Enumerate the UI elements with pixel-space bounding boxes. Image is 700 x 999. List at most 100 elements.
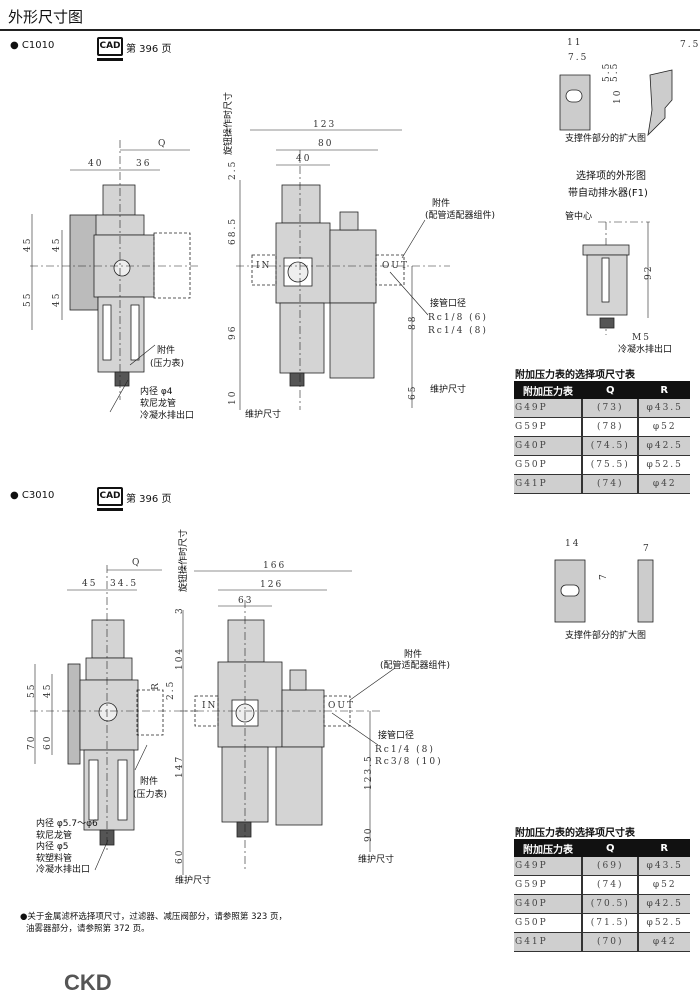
caption: 支撑件部分的扩大图 [565, 134, 647, 144]
port-out: OUT [382, 261, 409, 271]
port-in: IN [256, 261, 272, 271]
dim: Rc1/8 (6) [428, 313, 488, 323]
table-row: G41P(70)φ42 [514, 932, 690, 952]
cell: φ42 [637, 474, 690, 494]
cell: G59P [514, 875, 583, 895]
c1010-side-dimensions [30, 140, 200, 413]
cell: G50P [514, 913, 583, 933]
table-row: G50P(71.5)φ52.5 [514, 913, 690, 933]
dim: 10 [613, 88, 623, 104]
c3010-front-dimensions [180, 570, 396, 875]
caption: 带自动排水器(F1) [568, 188, 648, 199]
table-caption: 附加压力表的选择项尺寸表 [515, 828, 635, 839]
cell: φ42.5 [637, 436, 690, 456]
dim: 123 [313, 120, 337, 130]
cell: φ43.5 [637, 857, 690, 876]
table-row: G49P(73)φ43.5 [514, 399, 690, 418]
header: Q [582, 839, 639, 857]
label: 管中心 [565, 212, 593, 222]
dim: 45 [23, 236, 33, 252]
dim: 34.5 [110, 579, 139, 589]
cad-page-link[interactable]: 第 396 页 [126, 494, 172, 505]
dim: 10 [228, 389, 238, 405]
cell: (74) [581, 875, 639, 895]
cell: G49P [514, 857, 583, 876]
c1010-side-view [69, 184, 191, 387]
caption: 选择项的外形图 [576, 171, 646, 182]
cell: φ42.5 [637, 894, 690, 914]
cell: (78) [581, 417, 639, 437]
dim: 5.5 [610, 61, 620, 82]
cell: G40P [514, 894, 583, 914]
cell: φ43.5 [637, 399, 690, 418]
caption: 支撑件部分的扩大图 [565, 631, 647, 641]
cell: (74) [581, 474, 639, 494]
header: 附加压力表 [514, 381, 583, 399]
dim: 7.5 [680, 40, 700, 50]
dim: Rc1/4 (8) [375, 745, 435, 755]
dim: M5 [632, 333, 651, 343]
dim: 45 [52, 291, 62, 307]
dim: Q [132, 558, 142, 568]
header: R [638, 381, 690, 399]
cell: G59P [514, 417, 583, 437]
footnote-line: ●关于金属滤杯选择项尺寸，过滤器、减压阀部分，请参照第 323 页， [20, 912, 288, 922]
dim: 60 [43, 734, 53, 750]
model-name: C3010 [21, 490, 55, 501]
table-row: G40P(70.5)φ42.5 [514, 894, 690, 914]
label: 冷凝水排出口 [140, 411, 195, 421]
header: 附加压力表 [514, 839, 583, 857]
dim: 92 [644, 264, 654, 280]
model-label-c1010: ● C1010 [10, 40, 55, 51]
c3010-front-view [194, 619, 351, 838]
title-rule [0, 29, 700, 31]
dim: 123.5 [364, 754, 374, 790]
label: 内径 φ5 [36, 842, 69, 852]
cell: (70.5) [581, 894, 639, 914]
label: 内径 φ5.7～φ6 [36, 819, 98, 829]
dim: 68.5 [228, 216, 238, 245]
label: 软塑料管 [36, 854, 73, 864]
dim: 11 [567, 38, 583, 48]
c1010-front-dimensions [236, 129, 450, 410]
dim: 7.5 [568, 53, 589, 63]
cell: φ42 [637, 932, 690, 952]
cell: φ52.5 [637, 455, 690, 475]
dim: 7 [599, 572, 609, 580]
cad-page-link[interactable]: 第 396 页 [126, 44, 172, 55]
label: 附件 [432, 199, 451, 209]
dim: 45 [52, 236, 62, 252]
header: R [638, 839, 690, 857]
footnote: ●关于金属滤杯选择项尺寸，过滤器、减压阀部分，请参照第 323 页， 油雾器部分… [20, 911, 287, 935]
dim: 63 [238, 596, 254, 606]
c1010-front-view [251, 184, 405, 387]
label: 附件 [140, 777, 159, 787]
label: (压力表) [150, 359, 185, 369]
cell: G40P [514, 436, 583, 456]
table-row: G50P(75.5)φ52.5 [514, 455, 690, 475]
table-row: G59P(78)φ52 [514, 417, 690, 437]
dim: 45 [43, 682, 53, 698]
c3010-side-view [67, 619, 164, 846]
label: 旋钮操作时尺寸 [224, 91, 234, 155]
dim: 2.5 [166, 679, 176, 700]
dim: 70 [27, 734, 37, 750]
cad-icon[interactable]: CAD [97, 487, 123, 511]
dim: 7 [643, 544, 651, 554]
label: 内径 φ4 [140, 387, 173, 397]
label: 维护尺寸 [245, 410, 282, 420]
label: 软尼龙管 [140, 399, 177, 409]
dim: 55 [27, 682, 37, 698]
label: 维护尺寸 [175, 876, 212, 886]
cell: G41P [514, 474, 583, 494]
dim: 2.5 [228, 159, 238, 180]
cad-icon[interactable]: CAD [97, 37, 123, 61]
c1010-bracket-detail [559, 69, 673, 137]
table-row: G49P(69)φ43.5 [514, 857, 690, 876]
port-in: IN [202, 701, 218, 711]
dim: 55 [23, 291, 33, 307]
label: (压力表) [133, 790, 168, 800]
